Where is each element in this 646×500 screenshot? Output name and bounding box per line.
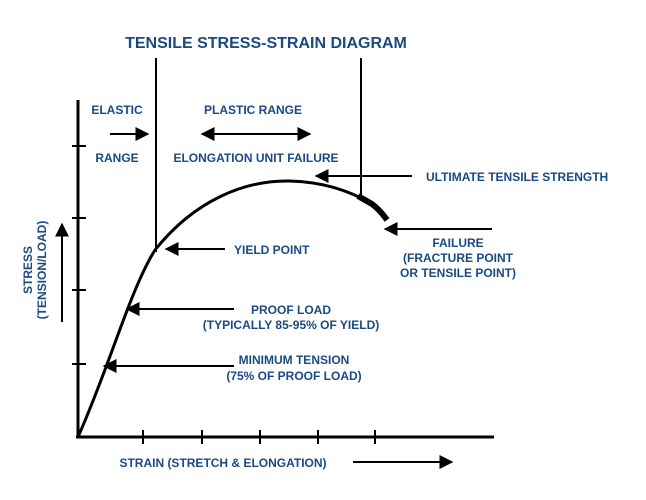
y-axis-title-line1: STRESS xyxy=(21,246,35,294)
failure-label-line3: OR TENSILE POINT) xyxy=(400,266,516,280)
x-axis-title: STRAIN (STRETCH & ELONGATION) xyxy=(119,456,326,470)
elastic-range-label-line1: ELASTIC xyxy=(91,103,143,117)
uts-label: ULTIMATE TENSILE STRENGTH xyxy=(426,170,608,184)
minimum-tension-label-line1: MINIMUM TENSION xyxy=(239,353,350,367)
failure-label-line2: (FRACTURE POINT xyxy=(403,251,514,265)
y-axis-title-line2: (TENSION/LOAD) xyxy=(35,221,49,320)
yield-point-label: YIELD POINT xyxy=(234,243,310,257)
minimum-tension-label-line2: (75% OF PROOF LOAD) xyxy=(226,369,361,383)
plastic-range-label: PLASTIC RANGE xyxy=(204,103,302,117)
proof-load-label-line1: PROOF LOAD xyxy=(251,303,331,317)
stress-strain-curve xyxy=(76,179,373,438)
failure-label-line1: FAILURE xyxy=(432,236,483,250)
elongation-unit-failure-label: ELONGATION UNIT FAILURE xyxy=(173,151,338,165)
y-axis-ticks xyxy=(72,145,86,365)
elastic-range-label-line2: RANGE xyxy=(95,151,138,165)
failure-segment xyxy=(356,193,390,222)
proof-load-label-line2: (TYPICALLY 85-95% OF YIELD) xyxy=(203,318,380,332)
x-axis-ticks xyxy=(142,430,376,444)
diagram-title: TENSILE STRESS-STRAIN DIAGRAM xyxy=(125,35,407,52)
